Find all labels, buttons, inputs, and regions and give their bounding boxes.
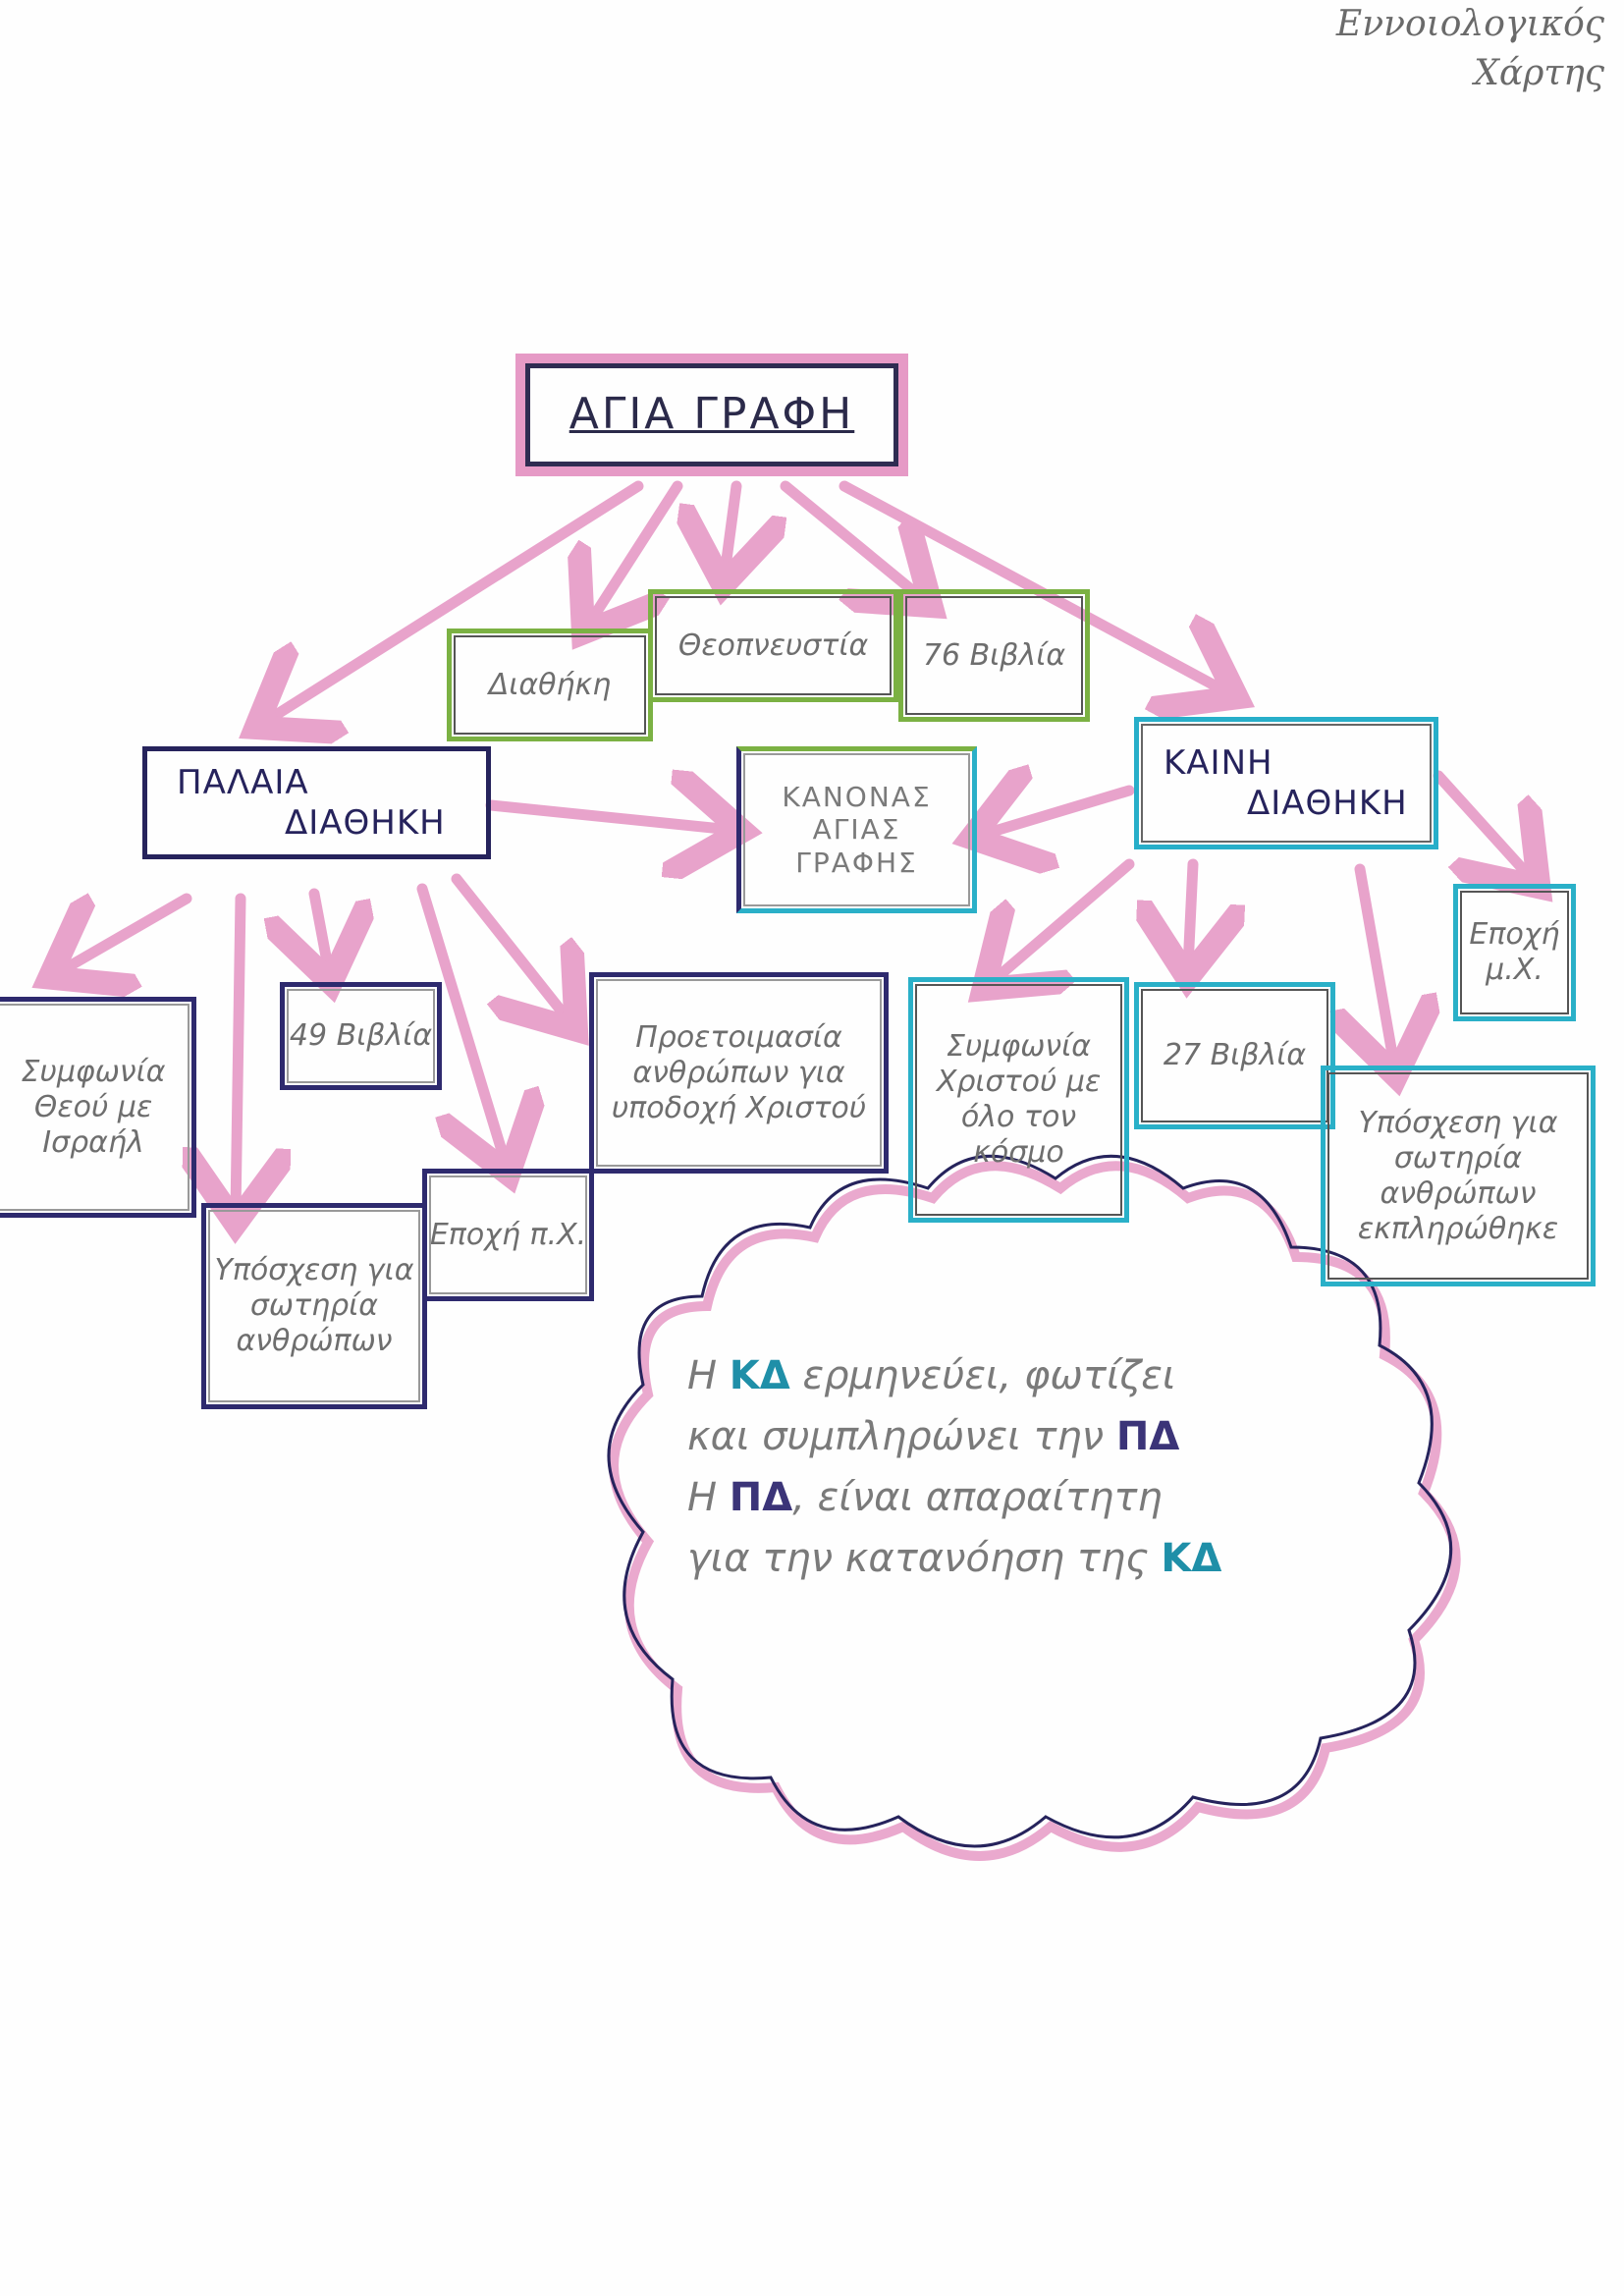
- node-diatheke: Διαθήκη: [447, 629, 653, 741]
- abbr-old-testament: ΠΔ: [1115, 1414, 1180, 1459]
- new-testament-line-1: ΚΑΙΝΗ: [1164, 742, 1273, 783]
- node-covenant-god-israel-label: Συμφωνία Θεού με Ισραήλ: [21, 1054, 166, 1160]
- summary-cloud-text: Η ΚΔ ερμηνεύει, φωτίζει και συμπληρώνει …: [687, 1345, 1375, 1589]
- node-27-books: 27 Βιβλία: [1134, 982, 1335, 1129]
- node-old-testament: ΠΑΛΑΙΑ ΔΙΑΘΗΚΗ: [142, 746, 491, 859]
- node-49-books: 49 Βιβλία: [280, 982, 442, 1090]
- cloud-line-2-rest: και συμπληρώνει την: [687, 1414, 1105, 1459]
- cloud-line-2: και συμπληρώνει την ΠΔ: [687, 1406, 1375, 1467]
- cloud-line-3-rest: , είναι απαραίτητη: [792, 1475, 1163, 1520]
- node-era-bc-label: Εποχή π.Χ.: [429, 1217, 587, 1252]
- cloud-line-3-prefix: Η: [687, 1475, 718, 1520]
- node-27-books-label: 27 Βιβλία: [1163, 1038, 1307, 1072]
- summary-cloud-outline: [607, 1154, 1461, 1861]
- heading-line-2: Χάρτης: [1474, 53, 1604, 94]
- node-76-books-label: 76 Βιβλία: [922, 637, 1066, 673]
- abbr-old-testament: ΠΔ: [729, 1475, 793, 1520]
- node-promise-salvation: Υπόσχεση για σωτηρία ανθρώπων: [201, 1203, 427, 1409]
- canon-line-1: ΚΑΝΟΝΑΣ: [782, 780, 932, 813]
- abbr-new-testament: ΚΔ: [1161, 1536, 1222, 1581]
- new-testament-line-2: ΔΙΑΘΗΚΗ: [1247, 783, 1408, 823]
- arrow-root-to-76-books: [780, 480, 923, 599]
- cloud-line-1-prefix: Η: [687, 1353, 718, 1398]
- arrow-old-to-promise: [236, 893, 241, 1213]
- node-theopneustia: Θεοπνευστία: [648, 589, 898, 702]
- old-testament-line-2: ΔΙΑΘΗΚΗ: [285, 802, 446, 843]
- canon-line-2: ΑΓΙΑΣ: [812, 813, 901, 847]
- cloud-line-4-rest: για την κατανόηση της: [687, 1536, 1149, 1581]
- node-theopneustia-label: Θεοπνευστία: [677, 628, 869, 663]
- node-preparation-for-christ-label: Προετοιμασία ανθρώπων για υποδοχή Χριστο…: [611, 1019, 867, 1125]
- cloud-line-3: Η ΠΔ, είναι απαραίτητη: [687, 1467, 1375, 1528]
- heading-line-1: Εννοιολογικός: [1335, 4, 1604, 44]
- arrow-old-to-49-books: [314, 888, 329, 972]
- arrow-new-to-27-books: [1188, 858, 1193, 967]
- page-heading-note: Εννοιολογικός Χάρτης: [1336, 0, 1604, 99]
- arrow-new-to-canon: [982, 791, 1135, 835]
- arrow-old-to-symphonia: [59, 899, 192, 972]
- arrow-new-to-ad: [1433, 770, 1532, 879]
- arrow-old-to-preparation: [451, 873, 569, 1021]
- abbr-new-testament: ΚΔ: [729, 1353, 790, 1398]
- cloud-line-1: Η ΚΔ ερμηνεύει, φωτίζει: [687, 1345, 1375, 1406]
- node-covenant-god-israel: Συμφωνία Θεού με Ισραήλ: [0, 997, 196, 1218]
- old-testament-line-1: ΠΑΛΑΙΑ: [177, 762, 309, 802]
- node-promise-fulfilled-label: Υπόσχεση για σωτηρία ανθρώπων εκπληρώθηκ…: [1357, 1105, 1559, 1246]
- node-preparation-for-christ: Προετοιμασία ανθρώπων για υποδοχή Χριστο…: [589, 972, 889, 1174]
- node-49-books-label: 49 Βιβλία: [289, 1018, 433, 1053]
- root-label: ΑΓΙΑ ΓΡΑΦΗ: [568, 389, 855, 440]
- arrow-new-to-promise-fulfilled: [1360, 863, 1394, 1066]
- node-era-bc: Εποχή π.Χ.: [422, 1169, 594, 1301]
- arrow-old-to-canon: [485, 805, 731, 830]
- arrow-root-to-diatheke: [589, 480, 683, 624]
- node-promise-fulfilled: Υπόσχεση για σωτηρία ανθρώπων εκπληρώθηκ…: [1321, 1066, 1596, 1286]
- node-era-ad: Εποχή μ.Χ.: [1453, 884, 1576, 1021]
- node-era-ad-label: Εποχή μ.Χ.: [1469, 917, 1560, 987]
- arrow-new-to-symphonia-christ: [992, 858, 1135, 982]
- node-promise-salvation-label: Υπόσχεση για σωτηρία ανθρώπων: [214, 1253, 414, 1358]
- canon-line-3: ΓΡΑΦΗΣ: [795, 846, 918, 879]
- node-covenant-christ-world: Συμφωνία Χριστού με όλο τον κόσμο: [908, 977, 1129, 1223]
- arrow-root-to-old-testament: [265, 480, 644, 722]
- node-canon-of-scripture: ΚΑΝΟΝΑΣ ΑΓΙΑΣ ΓΡΑΦΗΣ: [736, 746, 977, 913]
- arrow-old-to-bc: [416, 883, 506, 1164]
- node-covenant-christ-world-label: Συμφωνία Χριστού με όλο τον κόσμο: [936, 1029, 1102, 1170]
- node-76-books: 76 Βιβλία: [898, 589, 1090, 722]
- arrow-root-to-theopneustia: [725, 480, 736, 574]
- cloud-line-4: για την κατανόηση της ΚΔ: [687, 1528, 1375, 1589]
- root-node-holy-scripture: ΑΓΙΑ ΓΡΑΦΗ: [525, 363, 898, 466]
- cloud-line-1-rest: ερμηνεύει, φωτίζει: [802, 1353, 1176, 1398]
- node-new-testament: ΚΑΙΝΗ ΔΙΑΘΗΚΗ: [1134, 717, 1438, 849]
- node-diatheke-label: Διαθήκη: [488, 667, 612, 702]
